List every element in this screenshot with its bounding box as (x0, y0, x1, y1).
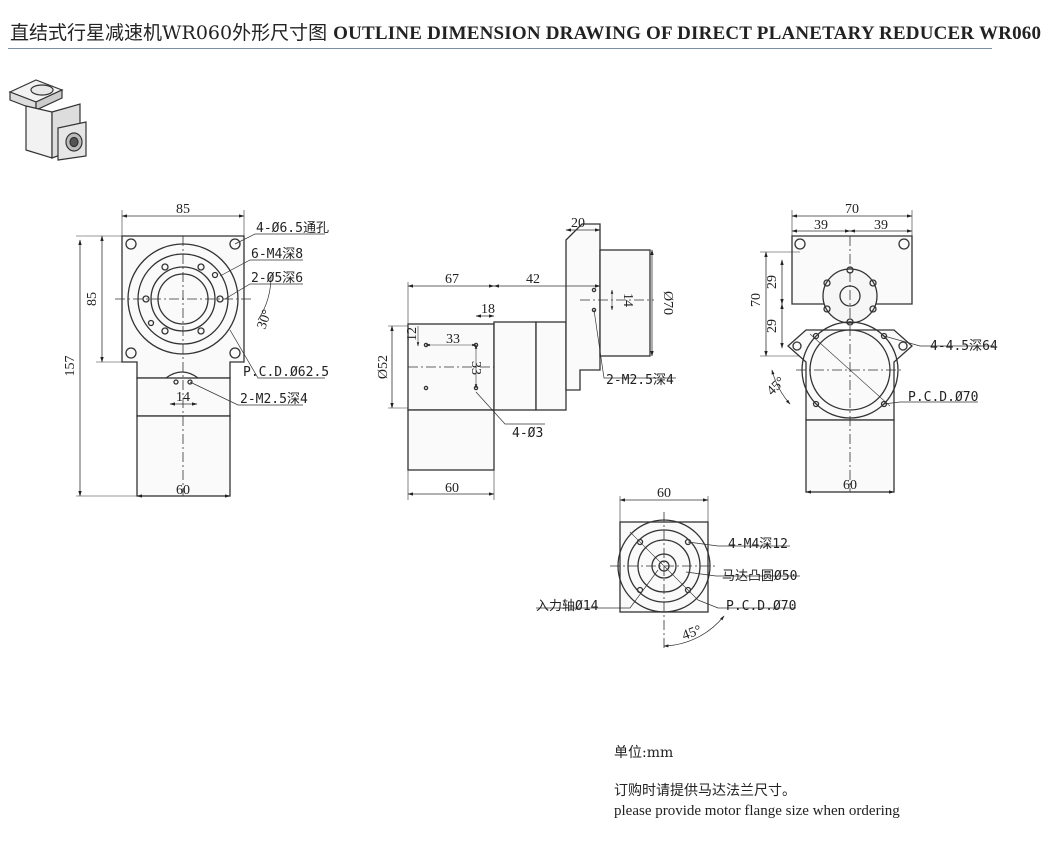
side-view-labels: 67 42 20 18 Ø52 Ø70 12 33 33 14 60 4-Ø3 … (376, 216, 675, 496)
dim-60-top: 60 (843, 478, 857, 493)
callout-pcd-70-top: P.C.D.Ø70 (908, 390, 978, 405)
angle-45-top: 45° (764, 374, 788, 398)
dim-39-right: 39 (874, 218, 888, 233)
dim-70-top: 70 (845, 202, 859, 217)
callout-4-dia-3: 4-Ø3 (512, 426, 543, 441)
dim-42: 42 (526, 272, 540, 287)
front-view-labels: 85 85 157 60 14 30° 4-Ø6.5通孔 6-M4深8 2-Ø5… (63, 202, 329, 498)
dim-14-slot: 14 (176, 390, 190, 405)
side-view (388, 223, 676, 500)
dim-60-front: 60 (176, 483, 190, 498)
callout-4-m4-12: 4-M4深12 (728, 537, 788, 552)
dim-33-h: 33 (446, 332, 460, 347)
top-view (760, 210, 994, 494)
dim-157: 157 (63, 356, 78, 377)
dim-18: 18 (481, 302, 495, 317)
dim-85-side: 85 (85, 292, 100, 306)
front-view (76, 210, 325, 498)
drawing-canvas: 85 85 157 60 14 30° 4-Ø6.5通孔 6-M4深8 2-Ø5… (8, 79, 998, 648)
dim-20: 20 (571, 216, 585, 231)
title-rule (8, 48, 992, 49)
callout-pcd-70-input: P.C.D.Ø70 (726, 599, 796, 614)
dim-dia-52: Ø52 (376, 355, 391, 379)
title-cn: 直结式行星减速机WR060外形尺寸图 (10, 22, 328, 44)
dim-85-top: 85 (176, 202, 190, 217)
input-view (536, 496, 800, 648)
callout-2-m2-5: 2-M2.5深4 (240, 392, 308, 407)
unit-note: 单位:mm (614, 745, 674, 761)
dim-70-side: 70 (749, 293, 764, 307)
dim-14-side: 14 (620, 293, 635, 307)
input-view-labels: 60 45° 4-M4深12 马达凸圆Ø50 入力轴Ø14 P.C.D.Ø70 (536, 486, 797, 644)
dim-29-upper: 29 (765, 275, 780, 289)
top-view-labels: 70 39 39 70 29 29 45° 60 4-4.5深64 P.C.D.… (749, 202, 998, 493)
dim-67: 67 (445, 272, 459, 287)
order-note-en: please provide motor flange size when or… (614, 803, 900, 819)
angle-45-input: 45° (680, 623, 704, 644)
callout-4-holes: 4-Ø6.5通孔 (256, 221, 329, 236)
dim-dia-70-side: Ø70 (660, 291, 675, 315)
dim-60-input: 60 (657, 486, 671, 501)
angle-30: 30° (255, 308, 276, 332)
callout-pcd-62-5: P.C.D.Ø62.5 (243, 365, 329, 380)
dim-60-side: 60 (445, 481, 459, 496)
callout-4-4-5: 4-4.5深64 (930, 339, 998, 354)
dim-33-v: 33 (468, 361, 483, 375)
callout-shaft-14: 入力轴Ø14 (536, 599, 599, 614)
callout-6-m4: 6-M4深8 (251, 247, 303, 262)
order-note-cn: 订购时请提供马达法兰尺寸。 (614, 783, 796, 799)
dim-29-lower: 29 (765, 319, 780, 333)
title-en: OUTLINE DIMENSION DRAWING OF DIRECT PLAN… (333, 23, 1041, 44)
isometric-thumbnail (8, 79, 87, 161)
callout-pilot-50: 马达凸圆Ø50 (722, 569, 797, 584)
callout-2-pins: 2-Ø5深6 (251, 271, 303, 286)
callout-2-m2-5-side: 2-M2.5深4 (606, 373, 674, 388)
dim-39-left: 39 (814, 218, 828, 233)
dim-12: 12 (405, 327, 420, 341)
